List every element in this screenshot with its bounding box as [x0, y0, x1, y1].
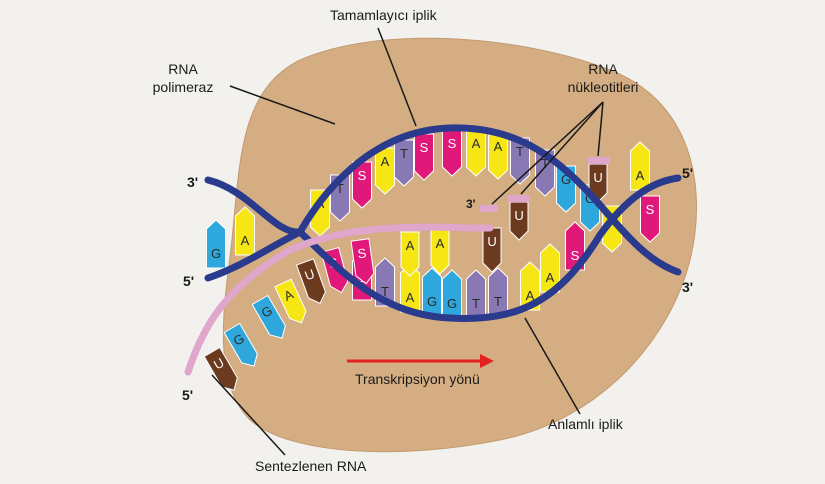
bottom-base-0: G [206, 219, 226, 269]
bottom-base-5-letter: G [427, 294, 437, 309]
bottom-base-7-letter: T [472, 296, 480, 311]
rna-base-4: U [295, 258, 326, 305]
top-base-7: A [466, 129, 486, 177]
rna-base-0: U [203, 346, 238, 391]
leader-line-polymerase [229, 85, 336, 125]
top-base-3: A [375, 147, 395, 195]
end-left-top: 3' [187, 174, 198, 190]
top-base-9-letter: T [516, 144, 524, 159]
bottom-base-12-letter: A [636, 168, 645, 183]
bottom-base-8: T [488, 267, 508, 317]
leader-line-rna [211, 374, 286, 456]
top-base-8: A [488, 132, 508, 180]
rna-base-3: A [274, 278, 307, 324]
bottom-base-7: T [466, 269, 486, 319]
free-nucleotide-cap-1 [508, 195, 530, 202]
end-rna-tip: 3' [466, 197, 476, 211]
top-base-5-letter: S [420, 140, 429, 155]
free-nucleotide-0-letter: U [514, 208, 523, 223]
top-base-14: S [640, 195, 660, 243]
label-transcription-direction: Transkripsiyon yönü [355, 371, 480, 387]
rna-polymerase-enzyme [222, 37, 697, 453]
rna-base-8: A [430, 229, 450, 275]
bottom-base-11: S [565, 221, 585, 271]
top-base-2: S [352, 161, 372, 209]
free-nucleotide-cap-2 [588, 157, 610, 164]
label-complementary-strand: Tamamlayıcı iplik [330, 7, 438, 23]
top-base-4-letter: T [400, 146, 408, 161]
bottom-base-1-letter: A [241, 233, 250, 248]
label-synthesized-rna: Sentezlenen RNA [255, 458, 367, 474]
rna-base-7-letter: A [406, 238, 415, 253]
bottom-base-9-letter: A [526, 288, 535, 303]
rna-base-2: G [251, 294, 286, 339]
bottom-base-8-letter: T [494, 294, 502, 309]
label-rna-nucleotides-2: nükleotitleri [568, 79, 639, 95]
rna-base-6-letter: S [357, 245, 368, 261]
rna-base-7: A [400, 231, 420, 277]
bottom-base-11-letter: S [571, 248, 580, 263]
top-base-4: T [394, 139, 414, 187]
label-rna-polymerase-2: polimeraz [153, 79, 214, 95]
bottom-base-5: G [422, 267, 442, 317]
end-rna-start: 5' [182, 387, 193, 403]
top-base-6-letter: S [448, 136, 457, 151]
top-base-7-letter: A [472, 136, 481, 151]
bottom-base-6-letter: G [447, 296, 457, 311]
end-left-bottom: 5' [183, 273, 194, 289]
bottom-base-6: G [442, 269, 462, 319]
synthesized-rna-backbone [184, 223, 494, 376]
complementary-strand-backbone [204, 124, 682, 276]
bottom-base-9: A [520, 261, 540, 311]
free-nucleotide-1-letter: U [593, 170, 602, 185]
bottom-base-12: A [630, 141, 650, 191]
end-right-top: 5' [682, 165, 693, 181]
top-base-5: S [414, 133, 434, 181]
top-base-8-letter: A [494, 139, 503, 154]
leader-line-nucleotides-3 [597, 101, 604, 157]
bottom-base-1: A [235, 206, 255, 256]
top-base-3-letter: A [381, 154, 390, 169]
label-sense-strand: Anlamlı iplik [548, 416, 624, 432]
top-base-9: T [510, 137, 530, 185]
top-base-2-letter: S [358, 168, 367, 183]
leader-line-nucleotides-1 [491, 101, 604, 205]
sense-strand-backbone [204, 174, 682, 322]
rna-base-6: S [350, 238, 375, 285]
bottom-base-4-letter: A [406, 290, 415, 305]
rna-base-9-letter: U [487, 234, 496, 249]
bottom-base-3-letter: T [381, 284, 389, 299]
top-base-6: S [442, 129, 462, 177]
end-right-bottom: 3' [682, 279, 693, 295]
top-base-1-letter: T [336, 181, 344, 196]
bottom-base-10-letter: A [546, 270, 555, 285]
rna-base-1: G [223, 322, 258, 367]
leader-line-nucleotides-2 [520, 101, 604, 195]
label-rna-polymerase-1: RNA [168, 61, 198, 77]
free-nucleotide-0: U [509, 201, 529, 241]
top-base-14-letter: S [646, 202, 655, 217]
rna-base-8-letter: A [436, 236, 445, 251]
leader-line-complementary [377, 27, 417, 127]
rna-tip-cap [480, 205, 498, 212]
top-base-11-letter: G [561, 172, 571, 187]
rna-base-9: U [482, 227, 502, 273]
top-base-10-letter: T [541, 156, 549, 171]
leader-line-sense [524, 317, 581, 415]
label-rna-nucleotides-1: RNA [588, 61, 618, 77]
bottom-base-0-letter: G [211, 246, 221, 261]
transcription-arrow-head [480, 354, 494, 368]
